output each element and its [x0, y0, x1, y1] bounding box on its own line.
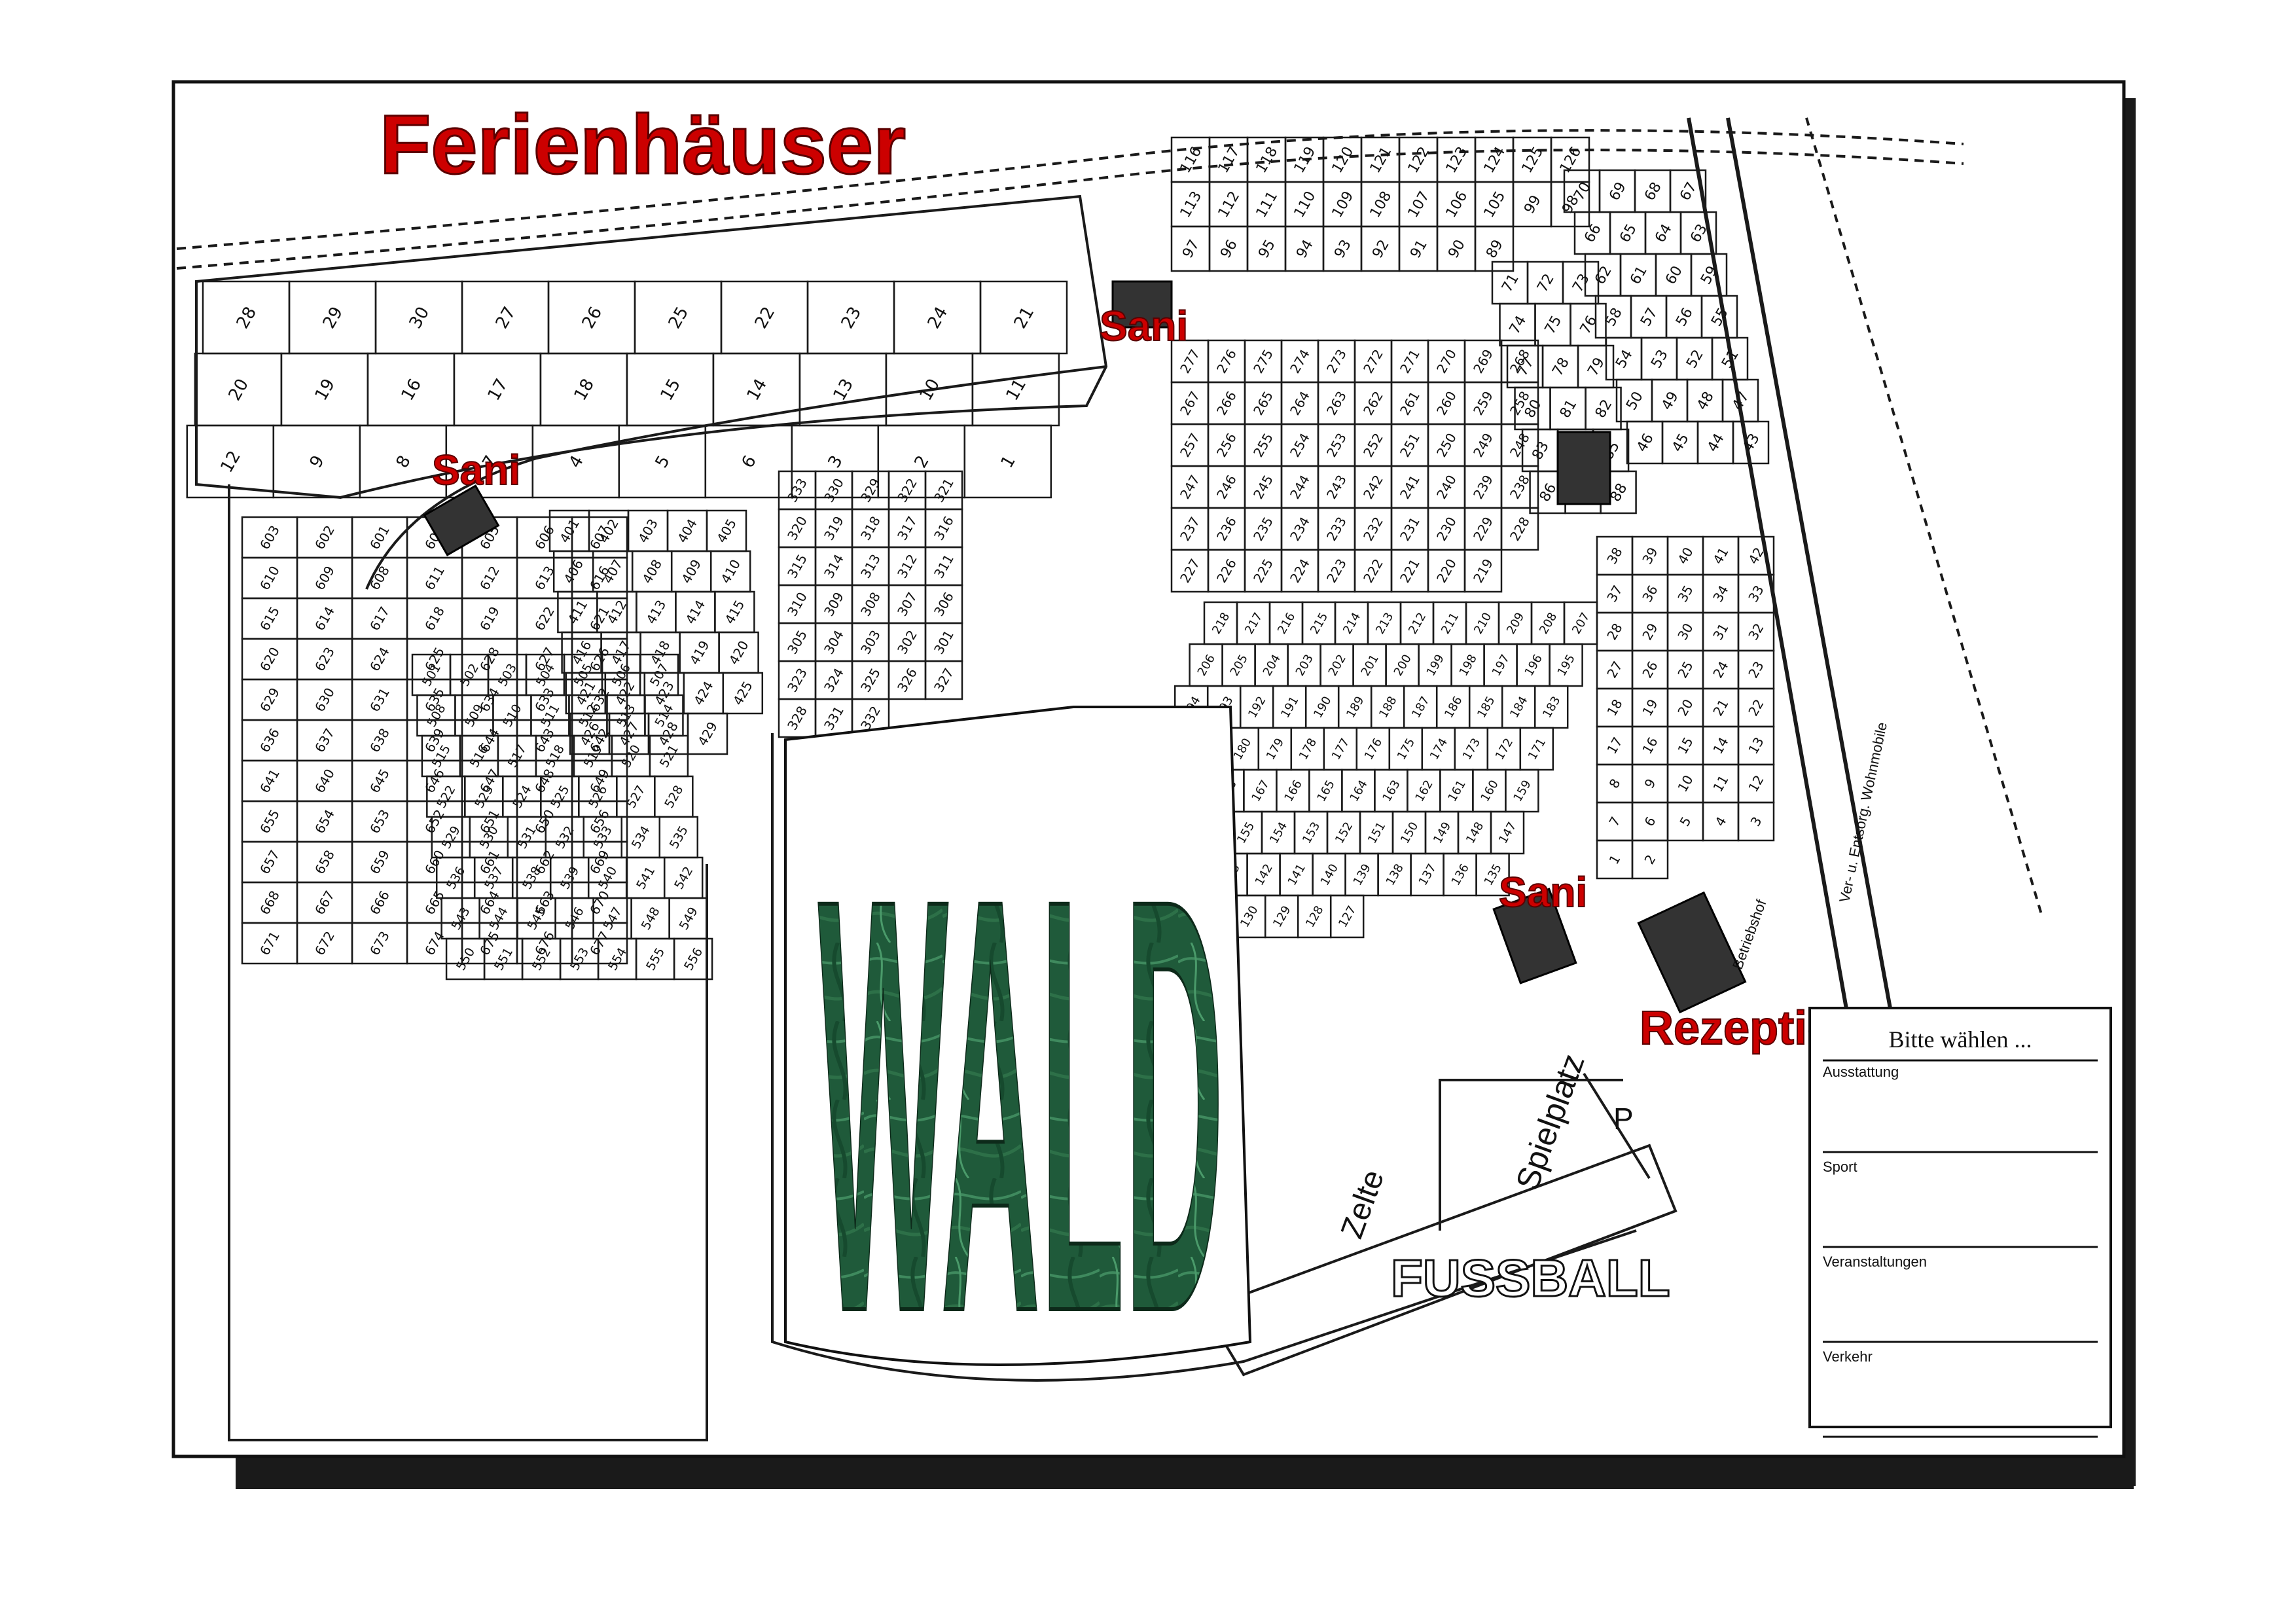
plot-425[interactable] [722, 672, 764, 715]
plot-135[interactable] [1475, 852, 1510, 897]
plot-429[interactable] [687, 712, 728, 755]
legend-item-label[interactable]: Veranstaltungen [1823, 1254, 1927, 1270]
plot-127[interactable] [1329, 894, 1365, 939]
plot-89[interactable] [1474, 225, 1515, 272]
sani-building-3 [1556, 431, 1611, 505]
plot-1[interactable] [963, 424, 1052, 499]
plot-556[interactable] [673, 937, 713, 981]
legend-item-label[interactable]: Ausstattung [1823, 1064, 1899, 1080]
plot-677[interactable] [571, 922, 628, 965]
plot-228[interactable] [1500, 507, 1539, 551]
sani-label-3: Sani [1499, 869, 1587, 916]
holiday-homes-label: Ferienhäuser [380, 98, 906, 192]
plot-98[interactable] [1550, 181, 1590, 228]
reception-building [1637, 891, 1747, 1014]
plot-3[interactable] [1737, 801, 1775, 842]
plot-43[interactable] [1732, 420, 1770, 465]
sani-building-4 [1492, 888, 1577, 984]
sani-building-1 [423, 484, 500, 556]
legend-item-label[interactable]: Verkehr [1823, 1348, 1873, 1365]
plot-327[interactable] [924, 660, 963, 700]
sanitary-buildings [423, 280, 1747, 1014]
forest-area: WALD [784, 706, 1252, 1436]
plot-219[interactable] [1463, 549, 1503, 593]
sani-label-2: Sani [1100, 302, 1188, 350]
plot-2[interactable] [1631, 839, 1669, 880]
parking-label: P [1613, 1102, 1634, 1136]
football-label: FUSSBALL [1391, 1249, 1670, 1307]
legend-title: Bitte wählen ... [1889, 1026, 2032, 1053]
sani-label-1: Sani [432, 446, 520, 494]
sani-building-2 [1111, 280, 1173, 329]
legend-item-label[interactable]: Sport [1823, 1159, 1857, 1175]
legend-box: Bitte wählen ... AusstattungSportVeranst… [1808, 1007, 2112, 1438]
forest-label: WALD [818, 776, 1224, 1434]
